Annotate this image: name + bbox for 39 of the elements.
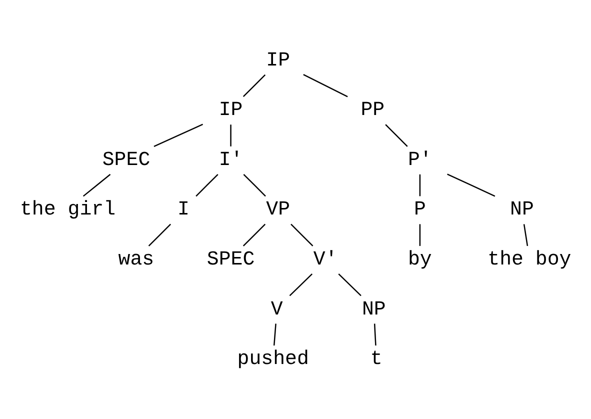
connector xyxy=(338,273,362,296)
connector xyxy=(230,124,232,146)
connector xyxy=(290,223,314,246)
node-text: t xyxy=(370,346,382,370)
node-text: P' xyxy=(408,147,432,170)
node-text: VP xyxy=(266,197,290,220)
connector xyxy=(196,173,218,196)
connector xyxy=(82,173,111,196)
connector xyxy=(289,273,313,296)
connector xyxy=(273,323,276,346)
node-text: SPEC xyxy=(102,147,150,170)
connector xyxy=(447,173,496,196)
node-text: P xyxy=(414,197,426,220)
node-text: NP xyxy=(510,197,534,220)
connector xyxy=(242,223,266,246)
connector xyxy=(303,74,348,97)
node-text: pushed xyxy=(237,346,309,370)
connector xyxy=(523,224,528,246)
connector xyxy=(243,173,266,196)
connector xyxy=(385,124,408,146)
node-text: V' xyxy=(313,247,338,270)
node-text: by xyxy=(408,247,432,270)
connector xyxy=(374,323,376,346)
node-text: the girl xyxy=(20,197,116,220)
node-text: PP xyxy=(360,98,385,121)
node-text: IP xyxy=(218,98,243,121)
connector xyxy=(148,223,172,246)
node-text: I' xyxy=(218,147,243,170)
connector xyxy=(419,174,421,196)
node-text: IP xyxy=(266,48,290,71)
connector xyxy=(154,123,204,146)
node-text: NP xyxy=(362,296,386,320)
node-text: the boy xyxy=(488,247,572,270)
node-text: SPEC xyxy=(206,247,255,270)
connector xyxy=(419,224,421,246)
node-text: V xyxy=(270,296,283,320)
connector xyxy=(242,74,266,97)
node-text: I xyxy=(178,197,190,220)
node-text: was xyxy=(118,247,154,270)
